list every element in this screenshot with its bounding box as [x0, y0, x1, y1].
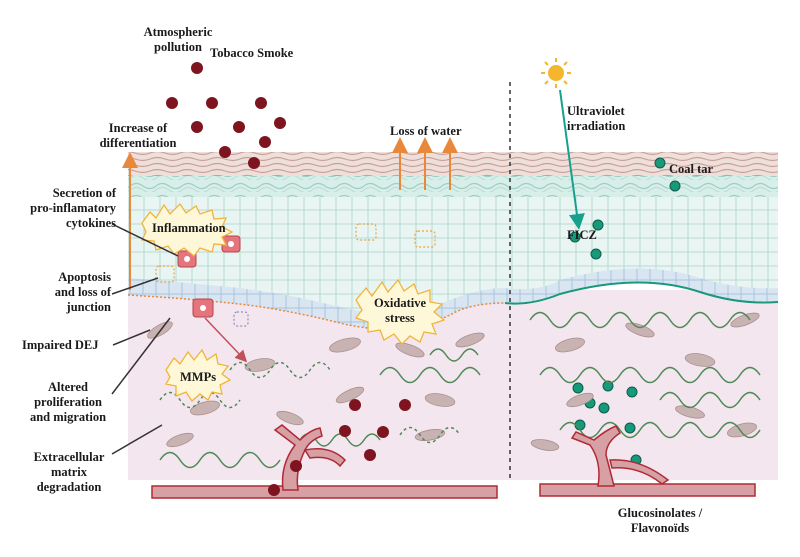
dermis-pollutant-particles: [268, 399, 411, 496]
label-ecm-degradation: Extracellular matrix degradation: [33, 450, 105, 494]
label-ultraviolet-irradiation: Ultraviolet irradiation: [567, 104, 626, 133]
label-loss-of-water: Loss of water: [390, 124, 462, 138]
label-tobacco-smoke: Tobacco Smoke: [210, 46, 294, 60]
sun-icon: [541, 58, 571, 88]
label-glucosinolates-flavonoids: Glucosinolates / Flavonoïds: [617, 506, 703, 535]
label-ficz: FICZ: [567, 228, 597, 242]
pollutant-particles: [166, 62, 286, 169]
degraded-collagen: [159, 361, 461, 444]
epidermis: [128, 195, 778, 326]
basement-membrane-intact: [504, 281, 779, 305]
label-mmps: MMPs: [180, 370, 217, 384]
dermis: [128, 290, 778, 480]
loss-of-water-arrows: [392, 137, 458, 190]
label-apoptosis: Apoptosis and loss of junction: [54, 270, 111, 314]
label-oxidative-stress: Oxidative stress: [373, 296, 427, 325]
leader-lines: [111, 223, 179, 455]
damaged-keratinocytes: [177, 235, 249, 327]
basal-layer: [128, 268, 778, 329]
basement-membrane-damaged: [127, 294, 506, 330]
label-secretion-of-cytokines: Secretion of pro-inflamatory cytokines: [30, 186, 116, 230]
collagen-fibers: [159, 311, 761, 469]
blood-vessel-left: [151, 424, 498, 499]
apoptotic-cells: [155, 223, 436, 283]
mmps-burst: [164, 348, 232, 402]
blood-vessel-right: [539, 425, 756, 497]
label-atmospheric-pollution: Atmospheric pollution: [143, 25, 213, 54]
migration-arrow: [204, 317, 248, 363]
label-increase-of-differentiation: Increase of differentiation: [99, 121, 177, 150]
label-impaired-dej: Impaired DEJ: [22, 338, 99, 352]
label-inflammation: Inflammation: [152, 221, 226, 235]
oxidative-stress-burst: [354, 278, 446, 345]
label-altered-proliferation: Altered proliferation and migration: [29, 380, 107, 424]
uv-arrow: [559, 89, 585, 230]
label-coal-tar: Coal tar: [669, 162, 714, 176]
